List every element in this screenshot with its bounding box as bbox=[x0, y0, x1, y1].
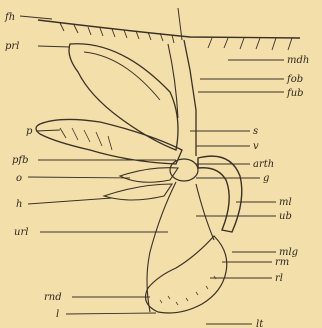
label-arth: arth bbox=[253, 159, 274, 170]
label-fh: fh bbox=[4, 12, 15, 23]
leaflet-h bbox=[104, 184, 172, 200]
label-pfb: pfb bbox=[12, 155, 29, 166]
label-p: p bbox=[26, 126, 33, 137]
stem-right bbox=[196, 184, 214, 240]
label-mdh: mdh bbox=[287, 55, 309, 66]
label-rl: rl bbox=[275, 273, 283, 284]
leader-p bbox=[36, 130, 60, 131]
leader-l bbox=[66, 313, 156, 314]
label-s: s bbox=[253, 126, 258, 137]
label-l: l bbox=[56, 309, 59, 320]
label-v: v bbox=[253, 141, 259, 152]
trunk-right-edge bbox=[184, 40, 196, 156]
labels: fh prl mdh fob fub p s v pfb arth o g h … bbox=[4, 12, 309, 328]
leaflet-o bbox=[120, 168, 178, 183]
label-rm: rm bbox=[275, 257, 289, 268]
label-ml: ml bbox=[279, 197, 292, 208]
label-url: url bbox=[14, 227, 28, 238]
articulation-node bbox=[170, 159, 198, 181]
upper-lobe-inner bbox=[84, 52, 160, 100]
stem-left bbox=[147, 182, 176, 312]
label-rnd: rnd bbox=[44, 292, 62, 303]
bottom-cup bbox=[146, 236, 227, 313]
upper-lobe bbox=[69, 44, 178, 150]
label-fub: fub bbox=[286, 88, 304, 99]
label-o: o bbox=[16, 173, 22, 184]
label-g: g bbox=[263, 173, 269, 184]
surface-line bbox=[38, 20, 300, 38]
leader-h bbox=[28, 198, 112, 204]
side-appendage bbox=[198, 156, 242, 232]
label-ub: ub bbox=[279, 211, 292, 222]
leader-fh bbox=[20, 16, 52, 19]
label-fob: fob bbox=[286, 74, 303, 85]
leader-lines bbox=[20, 16, 284, 324]
trunk-inner-line bbox=[168, 44, 178, 118]
label-lt: lt bbox=[256, 319, 264, 328]
left-lobe-hatching bbox=[60, 128, 112, 150]
leader-o bbox=[28, 177, 130, 178]
label-prl: prl bbox=[5, 41, 19, 52]
label-h: h bbox=[16, 199, 22, 210]
leader-prl bbox=[38, 46, 70, 47]
left-lobe bbox=[36, 119, 182, 164]
